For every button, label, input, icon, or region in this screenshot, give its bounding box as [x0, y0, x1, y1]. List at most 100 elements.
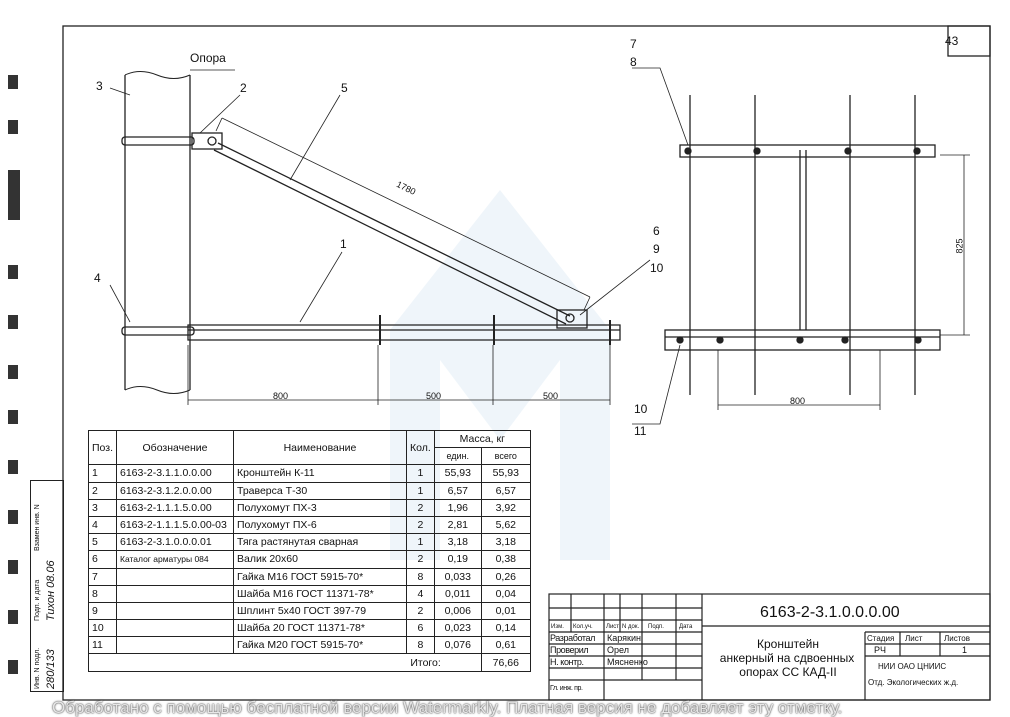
cell-pos: 9: [88, 601, 117, 621]
cell-qty: 1: [406, 464, 435, 483]
cell-total: 0,61: [480, 636, 531, 655]
label-pos-5: 5: [341, 81, 348, 95]
cell-pos: 2: [88, 481, 117, 500]
label-pos-11: 11: [634, 424, 647, 438]
header-designation: Обозначение: [116, 429, 234, 466]
label-pos-6: 6: [653, 224, 660, 238]
label-pos-10-right: 10: [634, 402, 648, 416]
sheets-value: 1: [962, 645, 968, 655]
label-pos-2: 2: [240, 81, 247, 95]
cell-designation: 6163-2-3.1.2.0.0.00: [116, 481, 234, 500]
watermark-text: Обработано с помощью бесплатной версии W…: [52, 698, 843, 717]
header-unit: един.: [433, 447, 482, 466]
cell-name: Гайка М16 ГОСТ 5915-70*: [233, 567, 407, 586]
cell-pos: 3: [88, 498, 117, 517]
cell-total: 5,62: [480, 515, 531, 535]
cell-pos: 8: [88, 584, 117, 603]
cell-unit: 6,57: [433, 481, 482, 500]
binder-marks: [8, 75, 20, 674]
cell-designation: [116, 619, 234, 638]
cell-qty: 1: [406, 533, 435, 552]
cell-unit: 0,033: [433, 567, 482, 586]
cell-pos: 4: [88, 515, 117, 535]
label-pos-10: 10: [650, 261, 664, 275]
cell-qty: 1: [406, 481, 435, 500]
stage-label: Стадия: [867, 634, 895, 643]
cell-unit: 2,81: [433, 515, 482, 535]
cell-total: 55,93: [480, 464, 531, 483]
header-total: всего: [480, 447, 531, 466]
cell-designation: Каталог арматуры 084: [116, 550, 234, 569]
header-mass: Масса, кг: [433, 429, 531, 449]
role-chief-engineer: Гл. инж. пр.: [550, 685, 583, 692]
stamp-sign-value: Тихон 08.06: [45, 560, 57, 621]
sheets-label: Листов: [944, 634, 970, 643]
cell-name: Шайба 20 ГОСТ 11371-78*: [233, 619, 407, 638]
cell-name: Кронштейн К-11: [233, 464, 407, 483]
sheet-label: Лист: [905, 634, 923, 643]
stamp-replace-inv: Взамен инв. N: [34, 504, 41, 551]
drawing-code: 6163-2-3.1.0.0.0.00: [760, 604, 900, 621]
cell-unit: 0,19: [433, 550, 482, 569]
col-sign: Подп.: [648, 624, 664, 630]
cell-pos: 7: [88, 567, 117, 586]
label-pos-1: 1: [340, 237, 347, 251]
header-pos: Поз.: [88, 429, 117, 466]
cell-pos: 11: [88, 636, 117, 655]
side-stamp: Инв. N подл. Подп. и дата Взамен инв. N …: [30, 480, 64, 692]
sheet-number: 43: [945, 34, 959, 48]
cell-designation: [116, 567, 234, 586]
cell-total: 6,57: [480, 481, 531, 500]
title-line-2: анкерный на сдвоенных: [719, 651, 855, 665]
label-pos-3: 3: [96, 79, 103, 93]
cell-qty: 8: [406, 567, 435, 586]
name-checker: Орел: [607, 645, 629, 655]
role-norm-control: Н. контр.: [550, 657, 584, 667]
department: Отд. Экологических ж.д.: [868, 678, 959, 687]
specification-table: Поз. Обозначение Наименование Кол. Масса…: [88, 429, 531, 672]
title-line-3: опорах СС КАД-II: [739, 665, 837, 679]
cell-pos: 10: [88, 619, 117, 638]
sheet-frame: [62, 25, 991, 701]
cell-name: Полухомут ПХ-6: [233, 515, 407, 535]
cell-total: 3,18: [480, 533, 531, 552]
cell-designation: [116, 636, 234, 655]
cell-designation: 6163-2-3.1.0.0.0.01: [116, 533, 234, 552]
total-value: 76,66: [480, 653, 531, 672]
side-view: [109, 69, 651, 405]
cell-unit: 0,006: [433, 601, 482, 621]
label-pos-9: 9: [653, 242, 660, 256]
dim-800: 800: [273, 391, 289, 401]
stamp-sign-date: Подп. и дата: [34, 579, 41, 621]
cell-name: Шайба М16 ГОСТ 11371-78*: [233, 584, 407, 603]
name-developer: Карякин: [607, 633, 641, 643]
dim-825: 825: [954, 238, 965, 254]
cell-qty: 2: [406, 498, 435, 517]
cell-qty: 6: [406, 619, 435, 638]
cell-name: Тяга растянутая сварная: [233, 533, 407, 552]
dim-800-right: 800: [790, 396, 806, 406]
cell-total: 0,14: [480, 619, 531, 638]
cell-qty: 8: [406, 636, 435, 655]
cell-pos: 5: [88, 533, 117, 552]
cell-qty: 4: [406, 584, 435, 603]
cell-qty: 2: [406, 515, 435, 535]
stage-value: РЧ: [874, 645, 887, 655]
organization: НИИ ОАО ЦНИИС: [878, 662, 947, 671]
cell-pos: 6: [88, 550, 117, 569]
role-developer: Разработал: [550, 633, 595, 643]
role-checker: Проверил: [550, 645, 589, 655]
cell-pos: 1: [88, 464, 117, 483]
cell-designation: 6163-2-1.1.1.5.0.00-03: [116, 515, 234, 535]
col-list: Лист: [606, 624, 620, 630]
label-pos-8: 8: [630, 55, 637, 69]
name-norm-control: Мясненко: [607, 657, 648, 667]
cell-unit: 3,18: [433, 533, 482, 552]
